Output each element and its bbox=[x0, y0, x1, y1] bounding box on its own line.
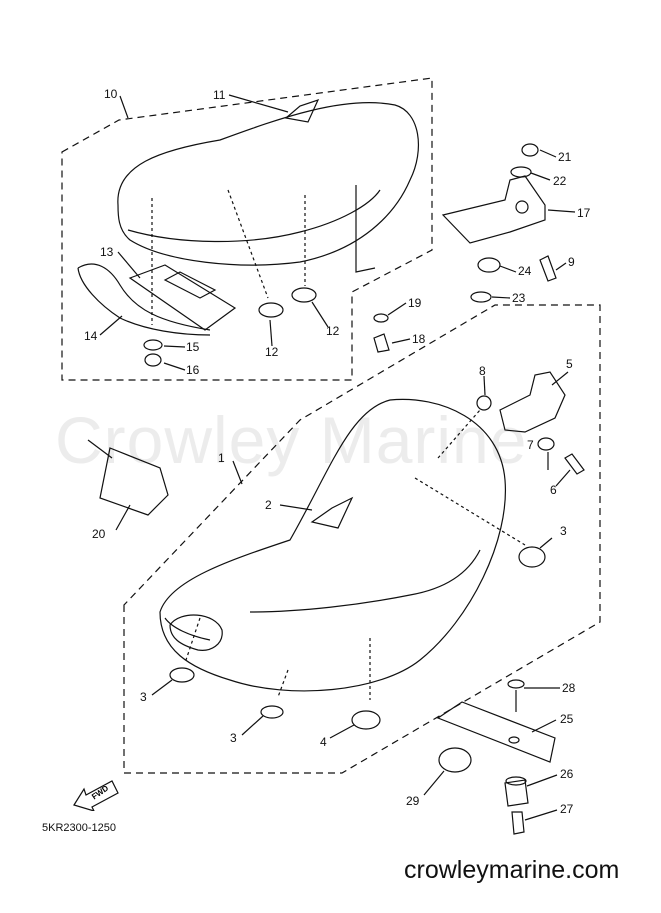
hinge-bracket bbox=[441, 175, 546, 244]
light-bracket bbox=[99, 447, 169, 516]
rear-seat bbox=[117, 102, 419, 266]
rear-seat-emblem bbox=[284, 98, 320, 123]
watermark-text: Crowley Marine bbox=[55, 403, 528, 477]
callout-6: 6 bbox=[550, 483, 557, 497]
callout-3-right: 3 bbox=[560, 524, 567, 538]
callout-8: 8 bbox=[479, 364, 486, 378]
callout-10: 10 bbox=[104, 87, 118, 101]
front-seat bbox=[159, 398, 507, 692]
callout-11: 11 bbox=[213, 88, 226, 102]
callout-1: 1 bbox=[218, 451, 225, 465]
front-seat-opening bbox=[169, 614, 223, 651]
callout-20: 20 bbox=[92, 527, 106, 541]
callout-5: 5 bbox=[566, 357, 573, 371]
forward-arrow-icon bbox=[73, 780, 119, 811]
rear-seat-group-outline bbox=[61, 77, 433, 381]
callout-17: 17 bbox=[577, 206, 591, 220]
front-seat-group-outline bbox=[123, 304, 601, 774]
callout-2: 2 bbox=[265, 498, 272, 512]
callout-28: 28 bbox=[562, 681, 576, 695]
callout-15: 15 bbox=[186, 340, 200, 354]
callout-9: 9 bbox=[568, 255, 575, 269]
mount-plate bbox=[436, 701, 556, 763]
front-seat-emblem bbox=[310, 496, 354, 529]
callout-12-left: 12 bbox=[265, 345, 279, 359]
callout-27: 27 bbox=[560, 802, 574, 816]
callout-25: 25 bbox=[560, 712, 574, 726]
callout-29: 29 bbox=[406, 794, 420, 808]
callout-7: 7 bbox=[527, 438, 534, 452]
front-bracket bbox=[499, 371, 566, 433]
callout-18: 18 bbox=[412, 332, 426, 346]
callout-14: 14 bbox=[84, 329, 98, 343]
site-url: crowleymarine.com bbox=[404, 856, 620, 884]
callout-3-middle: 3 bbox=[230, 731, 237, 745]
callout-26: 26 bbox=[560, 767, 574, 781]
callout-19: 19 bbox=[408, 296, 422, 310]
rear-bracket bbox=[128, 264, 237, 331]
rear-strap bbox=[77, 263, 211, 331]
callout-4: 4 bbox=[320, 735, 327, 749]
callout-22: 22 bbox=[553, 174, 567, 188]
callout-23: 23 bbox=[512, 291, 526, 305]
callout-21: 21 bbox=[558, 150, 572, 164]
callout-24: 24 bbox=[518, 264, 532, 278]
callout-12-right: 12 bbox=[326, 324, 340, 338]
callout-3-left: 3 bbox=[140, 690, 147, 704]
callout-16: 16 bbox=[186, 363, 200, 377]
drawing-code: 5KR2300-1250 bbox=[42, 822, 117, 834]
callout-13: 13 bbox=[100, 245, 114, 259]
